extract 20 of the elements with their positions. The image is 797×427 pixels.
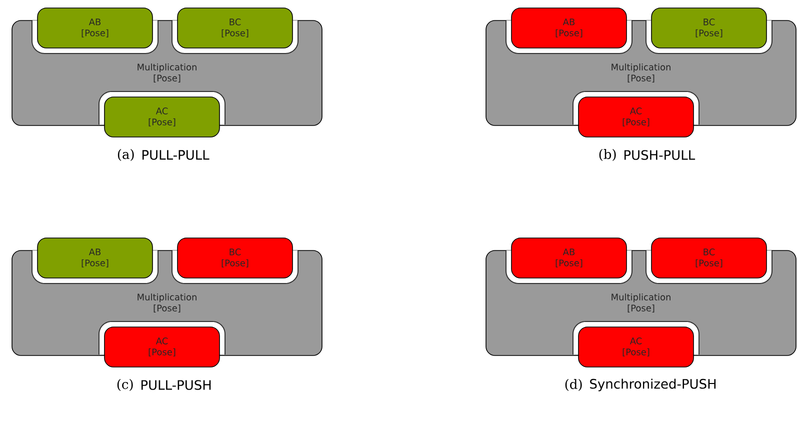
caption-tag: (b) xyxy=(599,149,616,161)
caption-text: PULL-PULL xyxy=(142,150,210,160)
port-box: BC [Pose] xyxy=(177,8,293,48)
port-box: BC [Pose] xyxy=(651,238,767,278)
caption-tag: (d) xyxy=(565,379,582,391)
port-box: AB [Pose] xyxy=(37,8,153,48)
port-box: AC [Pose] xyxy=(104,326,220,368)
port-box: AB [Pose] xyxy=(511,8,627,48)
port-box: BC [Pose] xyxy=(651,8,767,48)
caption-tag: (c) xyxy=(117,379,133,391)
port-box: AC [Pose] xyxy=(578,326,694,368)
caption-tag: (a) xyxy=(118,149,134,161)
port-box: AC [Pose] xyxy=(104,96,220,138)
caption-text: PUSH-PULL xyxy=(624,150,696,160)
port-box: AC [Pose] xyxy=(578,96,694,138)
caption-text: PULL-PUSH xyxy=(141,380,211,390)
port-box: BC [Pose] xyxy=(177,238,293,278)
caption-text: Synchronized-PUSH xyxy=(590,378,716,392)
port-box: AB [Pose] xyxy=(511,238,627,278)
port-box: AB [Pose] xyxy=(37,238,153,278)
